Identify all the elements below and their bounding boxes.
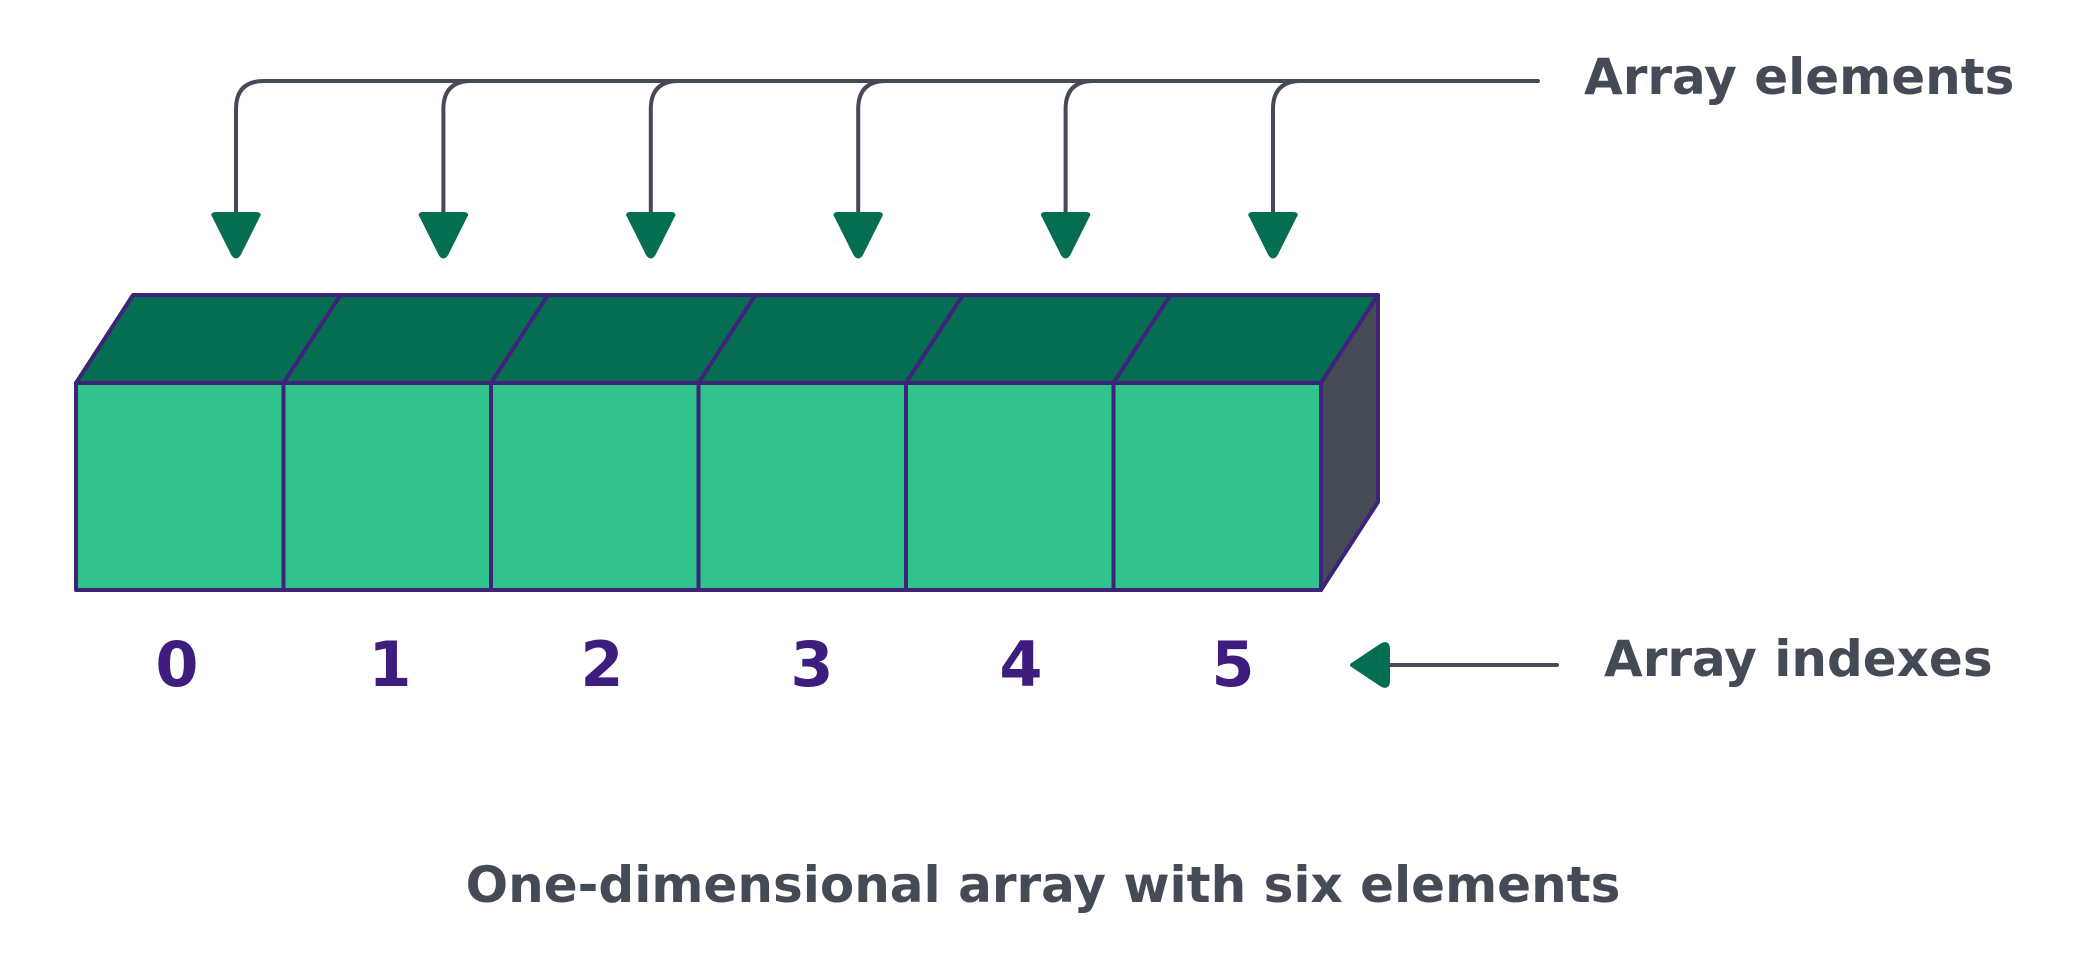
- element-connectors: [234, 79, 1540, 217]
- index-pointer-arrowhead: [1350, 642, 1390, 688]
- element-connector-4: [1063, 79, 1096, 217]
- array-indexes: 0 1 2 3 4 5: [155, 628, 1254, 701]
- element-connector-1: [441, 79, 474, 217]
- element-connector-3: [856, 79, 889, 217]
- arrowhead-1: [418, 212, 469, 259]
- index-label-5: 5: [1211, 628, 1254, 701]
- index-label-0: 0: [155, 628, 198, 701]
- arrowhead-4: [1040, 212, 1091, 259]
- cell-front-face-5: [1111, 381, 1323, 592]
- element-connector-2: [648, 79, 681, 217]
- index-label-3: 3: [790, 628, 833, 701]
- index-label-2: 2: [580, 628, 623, 701]
- diagram-caption: One-dimensional array with six elements: [466, 856, 1621, 914]
- arrowhead-2: [626, 212, 676, 259]
- cell-front-face-3: [696, 381, 908, 592]
- index-label-1: 1: [368, 628, 411, 701]
- array-elements-label: Array elements: [1584, 48, 2014, 106]
- index-label-4: 4: [999, 628, 1042, 701]
- array-cells: [74, 293, 1380, 592]
- cell-front-face-4: [904, 381, 1116, 592]
- array-indexes-label: Array indexes: [1604, 630, 1993, 688]
- element-arrowheads: [211, 212, 1298, 259]
- cell-front-face-0: [74, 381, 286, 592]
- cell-front-face-2: [489, 381, 701, 592]
- arrowhead-3: [833, 212, 883, 259]
- element-connector-5: [1271, 79, 1303, 217]
- element-connector-main: [234, 79, 1540, 217]
- cell-front-face-1: [281, 381, 493, 592]
- index-pointer-arrow: [1350, 642, 1559, 688]
- arrowhead-5: [1248, 212, 1298, 259]
- arrowhead-0: [211, 212, 261, 259]
